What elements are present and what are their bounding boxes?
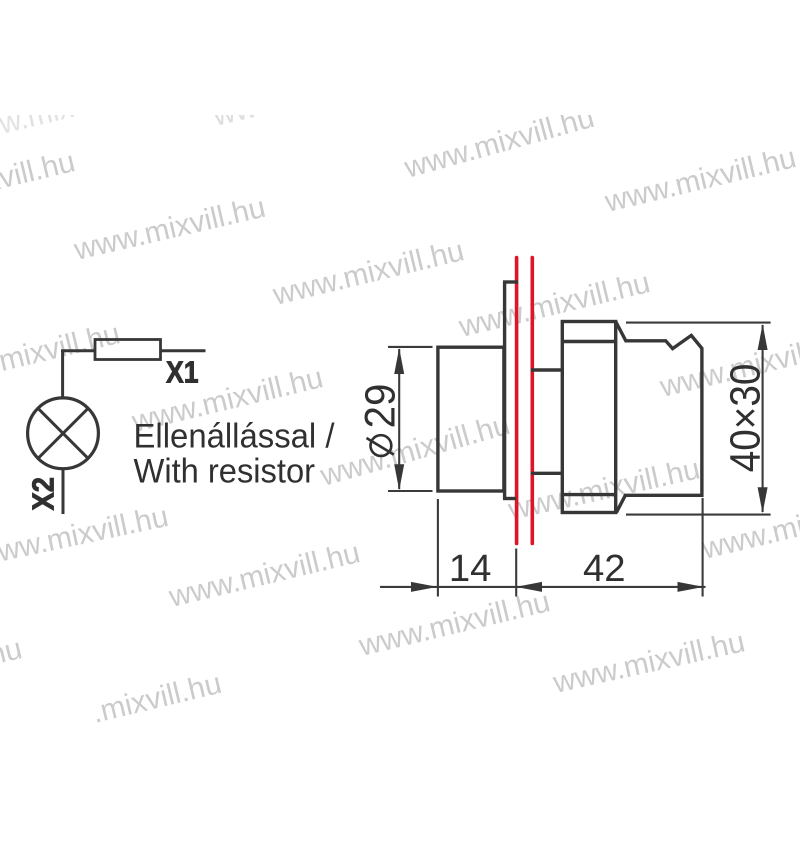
svg-text:www.mixvill.hu: www.mixvill.hu bbox=[70, 191, 268, 267]
svg-text:www.mixvill.hu: www.mixvill.hu bbox=[209, 55, 407, 133]
svg-text:www.mixvill.hu: www.mixvill.hu bbox=[400, 101, 598, 185]
svg-text:www.mixvill.hu: www.mixvill.hu bbox=[355, 585, 553, 663]
svg-text:www.mixvill.hu: www.mixvill.hu bbox=[316, 408, 514, 493]
svg-text:www.mixvill.hu: www.mixvill.hu bbox=[549, 625, 748, 700]
svg-text:www.mixvill.hu: www.mixvill.hu bbox=[0, 632, 25, 710]
svg-text:14: 14 bbox=[449, 548, 492, 590]
svg-text:www.mixvill.hu: www.mixvill.hu bbox=[0, 73, 151, 151]
svg-text:www.mixvill.hu: www.mixvill.hu bbox=[0, 145, 78, 223]
svg-text:.mixvill.hu: .mixvill.hu bbox=[89, 667, 225, 730]
svg-text:www.mixvill.hu: www.mixvill.hu bbox=[698, 488, 800, 566]
svg-text:With resistor: With resistor bbox=[134, 453, 316, 491]
svg-text:www.mixvill.hu: www.mixvill.hu bbox=[455, 266, 653, 344]
svg-text:40×30: 40×30 bbox=[722, 364, 769, 473]
svg-text:29: 29 bbox=[358, 384, 405, 429]
svg-text:42: 42 bbox=[583, 548, 626, 590]
svg-text:Ellenállással /: Ellenállással / bbox=[134, 417, 336, 455]
svg-text:www.mixvill.hu: www.mixvill.hu bbox=[269, 234, 467, 312]
svg-text:www.mixvill.hu: www.mixvill.hu bbox=[165, 536, 363, 614]
svg-text:X2: X2 bbox=[27, 477, 61, 511]
svg-text:www.mixvill.hu: www.mixvill.hu bbox=[504, 452, 703, 527]
svg-text:www.mixvill.hu: www.mixvill.hu bbox=[601, 141, 799, 219]
svg-text:X1: X1 bbox=[166, 356, 199, 390]
